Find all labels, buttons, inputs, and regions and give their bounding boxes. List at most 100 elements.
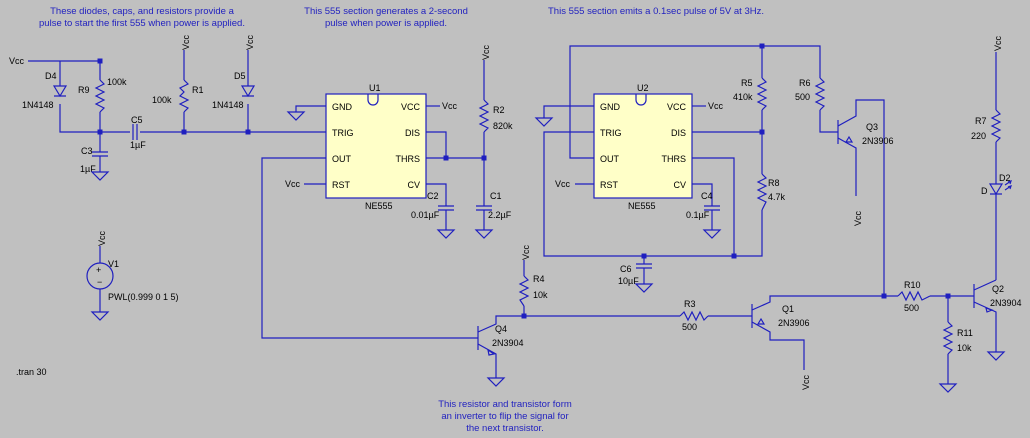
svg-text:410k: 410k bbox=[733, 92, 753, 102]
svg-text:R1: R1 bbox=[192, 85, 204, 95]
ground-symbol bbox=[634, 283, 654, 293]
resistor-r5[interactable]: R5 410k bbox=[733, 77, 768, 111]
svg-text:U1: U1 bbox=[369, 83, 381, 93]
vcc-label-q3: Vcc bbox=[853, 210, 863, 226]
svg-text:Q1: Q1 bbox=[782, 304, 794, 314]
svg-text:pulse when power is applied.: pulse when power is applied. bbox=[325, 18, 447, 29]
svg-text:TRIG: TRIG bbox=[332, 128, 354, 138]
svg-text:10k: 10k bbox=[533, 290, 548, 300]
svg-text:10k: 10k bbox=[957, 343, 972, 353]
svg-text:PWL(0.999 0 1 5): PWL(0.999 0 1 5) bbox=[108, 292, 179, 302]
vcc-label-r1: Vcc bbox=[181, 34, 191, 50]
svg-text:R6: R6 bbox=[799, 78, 811, 88]
ground-symbol bbox=[702, 229, 722, 239]
transistor-q1[interactable]: Q1 2N3906 bbox=[751, 295, 898, 370]
ground-symbol bbox=[90, 171, 110, 181]
svg-text:D4: D4 bbox=[45, 71, 57, 81]
capacitor-c5[interactable]: C5 1µF bbox=[130, 115, 146, 150]
svg-text:C6: C6 bbox=[620, 264, 632, 274]
spice-directive[interactable]: .tran 30 bbox=[16, 367, 47, 377]
svg-text:VCC: VCC bbox=[401, 102, 421, 112]
svg-text:500: 500 bbox=[682, 322, 697, 332]
resistor-r9[interactable]: 100k R9 bbox=[78, 77, 127, 113]
capacitor-c6[interactable]: C6 10µF bbox=[618, 263, 652, 286]
svg-text:+: + bbox=[96, 265, 101, 275]
svg-text:−: − bbox=[97, 277, 102, 287]
svg-text:Q3: Q3 bbox=[866, 122, 878, 132]
svg-text:an inverter to flip the signal: an inverter to flip the signal for bbox=[441, 411, 568, 422]
capacitor-c4[interactable]: C4 0.1µF bbox=[686, 191, 720, 220]
svg-text:This resistor and transistor f: This resistor and transistor form bbox=[438, 399, 572, 410]
transistor-q2[interactable]: Q2 2N3904 bbox=[973, 279, 1022, 352]
note-diodes: These diodes, caps, and resistors provid… bbox=[39, 6, 245, 29]
svg-text:GND: GND bbox=[332, 102, 353, 112]
svg-text:C2: C2 bbox=[427, 191, 439, 201]
svg-text:500: 500 bbox=[904, 303, 919, 313]
capacitor-c3[interactable]: C3 1µF bbox=[80, 146, 108, 174]
vcc-label-u2: Vcc bbox=[708, 101, 724, 111]
svg-text:C4: C4 bbox=[701, 191, 713, 201]
svg-text:D5: D5 bbox=[234, 71, 246, 81]
resistor-r7[interactable]: R7 220 bbox=[971, 109, 1002, 184]
svg-text:Q2: Q2 bbox=[992, 284, 1004, 294]
resistor-r11[interactable]: R11 10k bbox=[942, 296, 973, 384]
resistor-r2[interactable]: R2 820k bbox=[478, 99, 513, 133]
resistor-r1[interactable]: R1 100k bbox=[152, 79, 204, 113]
svg-text:4.7k: 4.7k bbox=[768, 192, 786, 202]
ground-symbol bbox=[474, 229, 494, 239]
ground-symbol bbox=[986, 351, 1006, 361]
diode-d5[interactable]: D5 1N4148 bbox=[212, 71, 256, 110]
capacitor-c1[interactable]: C1 2.2µF bbox=[476, 191, 512, 220]
transistor-q4[interactable]: Q4 2N3904 bbox=[477, 315, 680, 378]
wires-input-network bbox=[28, 50, 330, 172]
svg-text:2N3906: 2N3906 bbox=[778, 318, 810, 328]
resistor-r6[interactable]: R6 500 bbox=[795, 77, 826, 111]
svg-text:VCC: VCC bbox=[667, 102, 687, 112]
svg-text:R7: R7 bbox=[975, 116, 987, 126]
svg-text:C5: C5 bbox=[131, 115, 143, 125]
svg-text:THRS: THRS bbox=[396, 154, 421, 164]
voltage-source-v1[interactable]: + − V1 PWL(0.999 0 1 5) bbox=[86, 246, 179, 312]
svg-text:Q4: Q4 bbox=[495, 324, 507, 334]
resistor-r4[interactable]: R4 10k bbox=[518, 274, 548, 316]
svg-text:R3: R3 bbox=[684, 299, 696, 309]
ground-symbol bbox=[534, 117, 554, 127]
svg-text:2N3904: 2N3904 bbox=[990, 298, 1022, 308]
ic-u1[interactable]: U1 NE555 GND TRIG OUT RST VCC DIS THRS C… bbox=[325, 83, 427, 211]
junctions bbox=[97, 43, 951, 319]
resistor-r3[interactable]: R3 500 bbox=[679, 299, 752, 332]
svg-text:100k: 100k bbox=[107, 77, 127, 87]
diode-d4[interactable]: D4 1N4148 bbox=[22, 71, 68, 110]
svg-text:OUT: OUT bbox=[600, 154, 620, 164]
vcc-label-u2-rst: Vcc bbox=[555, 179, 571, 189]
svg-text:DIS: DIS bbox=[671, 128, 686, 138]
vcc-label-r7: Vcc bbox=[993, 35, 1003, 51]
svg-text:R10: R10 bbox=[904, 280, 921, 290]
ground-symbol bbox=[938, 383, 958, 393]
vcc-label-u1-rst: Vcc bbox=[285, 179, 301, 189]
svg-text:NE555: NE555 bbox=[365, 201, 393, 211]
wires-u1 bbox=[261, 60, 485, 339]
svg-text:DIS: DIS bbox=[405, 128, 420, 138]
svg-text:CV: CV bbox=[407, 180, 420, 190]
svg-text:2N3906: 2N3906 bbox=[862, 136, 894, 146]
svg-text:100k: 100k bbox=[152, 95, 172, 105]
svg-text:820k: 820k bbox=[493, 121, 513, 131]
resistor-r8[interactable]: R8 4.7k bbox=[756, 173, 786, 211]
resistor-r10[interactable]: R10 500 bbox=[897, 280, 974, 313]
svg-text:V1: V1 bbox=[108, 259, 119, 269]
svg-text:R8: R8 bbox=[768, 178, 780, 188]
svg-text:RST: RST bbox=[600, 180, 619, 190]
vcc-label-r4: Vcc bbox=[521, 244, 531, 260]
capacitor-c2[interactable]: C2 0.01µF bbox=[411, 191, 454, 220]
svg-text:2N3904: 2N3904 bbox=[492, 338, 524, 348]
svg-text:R4: R4 bbox=[533, 274, 545, 284]
svg-text:10µF: 10µF bbox=[618, 276, 639, 286]
ground-symbol bbox=[436, 229, 456, 239]
svg-text:0.1µF: 0.1µF bbox=[686, 210, 710, 220]
svg-text:500: 500 bbox=[795, 92, 810, 102]
transistor-q3[interactable]: Q3 2N3906 bbox=[819, 99, 894, 296]
svg-text:1N4148: 1N4148 bbox=[22, 100, 54, 110]
ic-u2[interactable]: U2 NE555 GND TRIG OUT RST VCC DIS THRS C… bbox=[593, 83, 693, 211]
